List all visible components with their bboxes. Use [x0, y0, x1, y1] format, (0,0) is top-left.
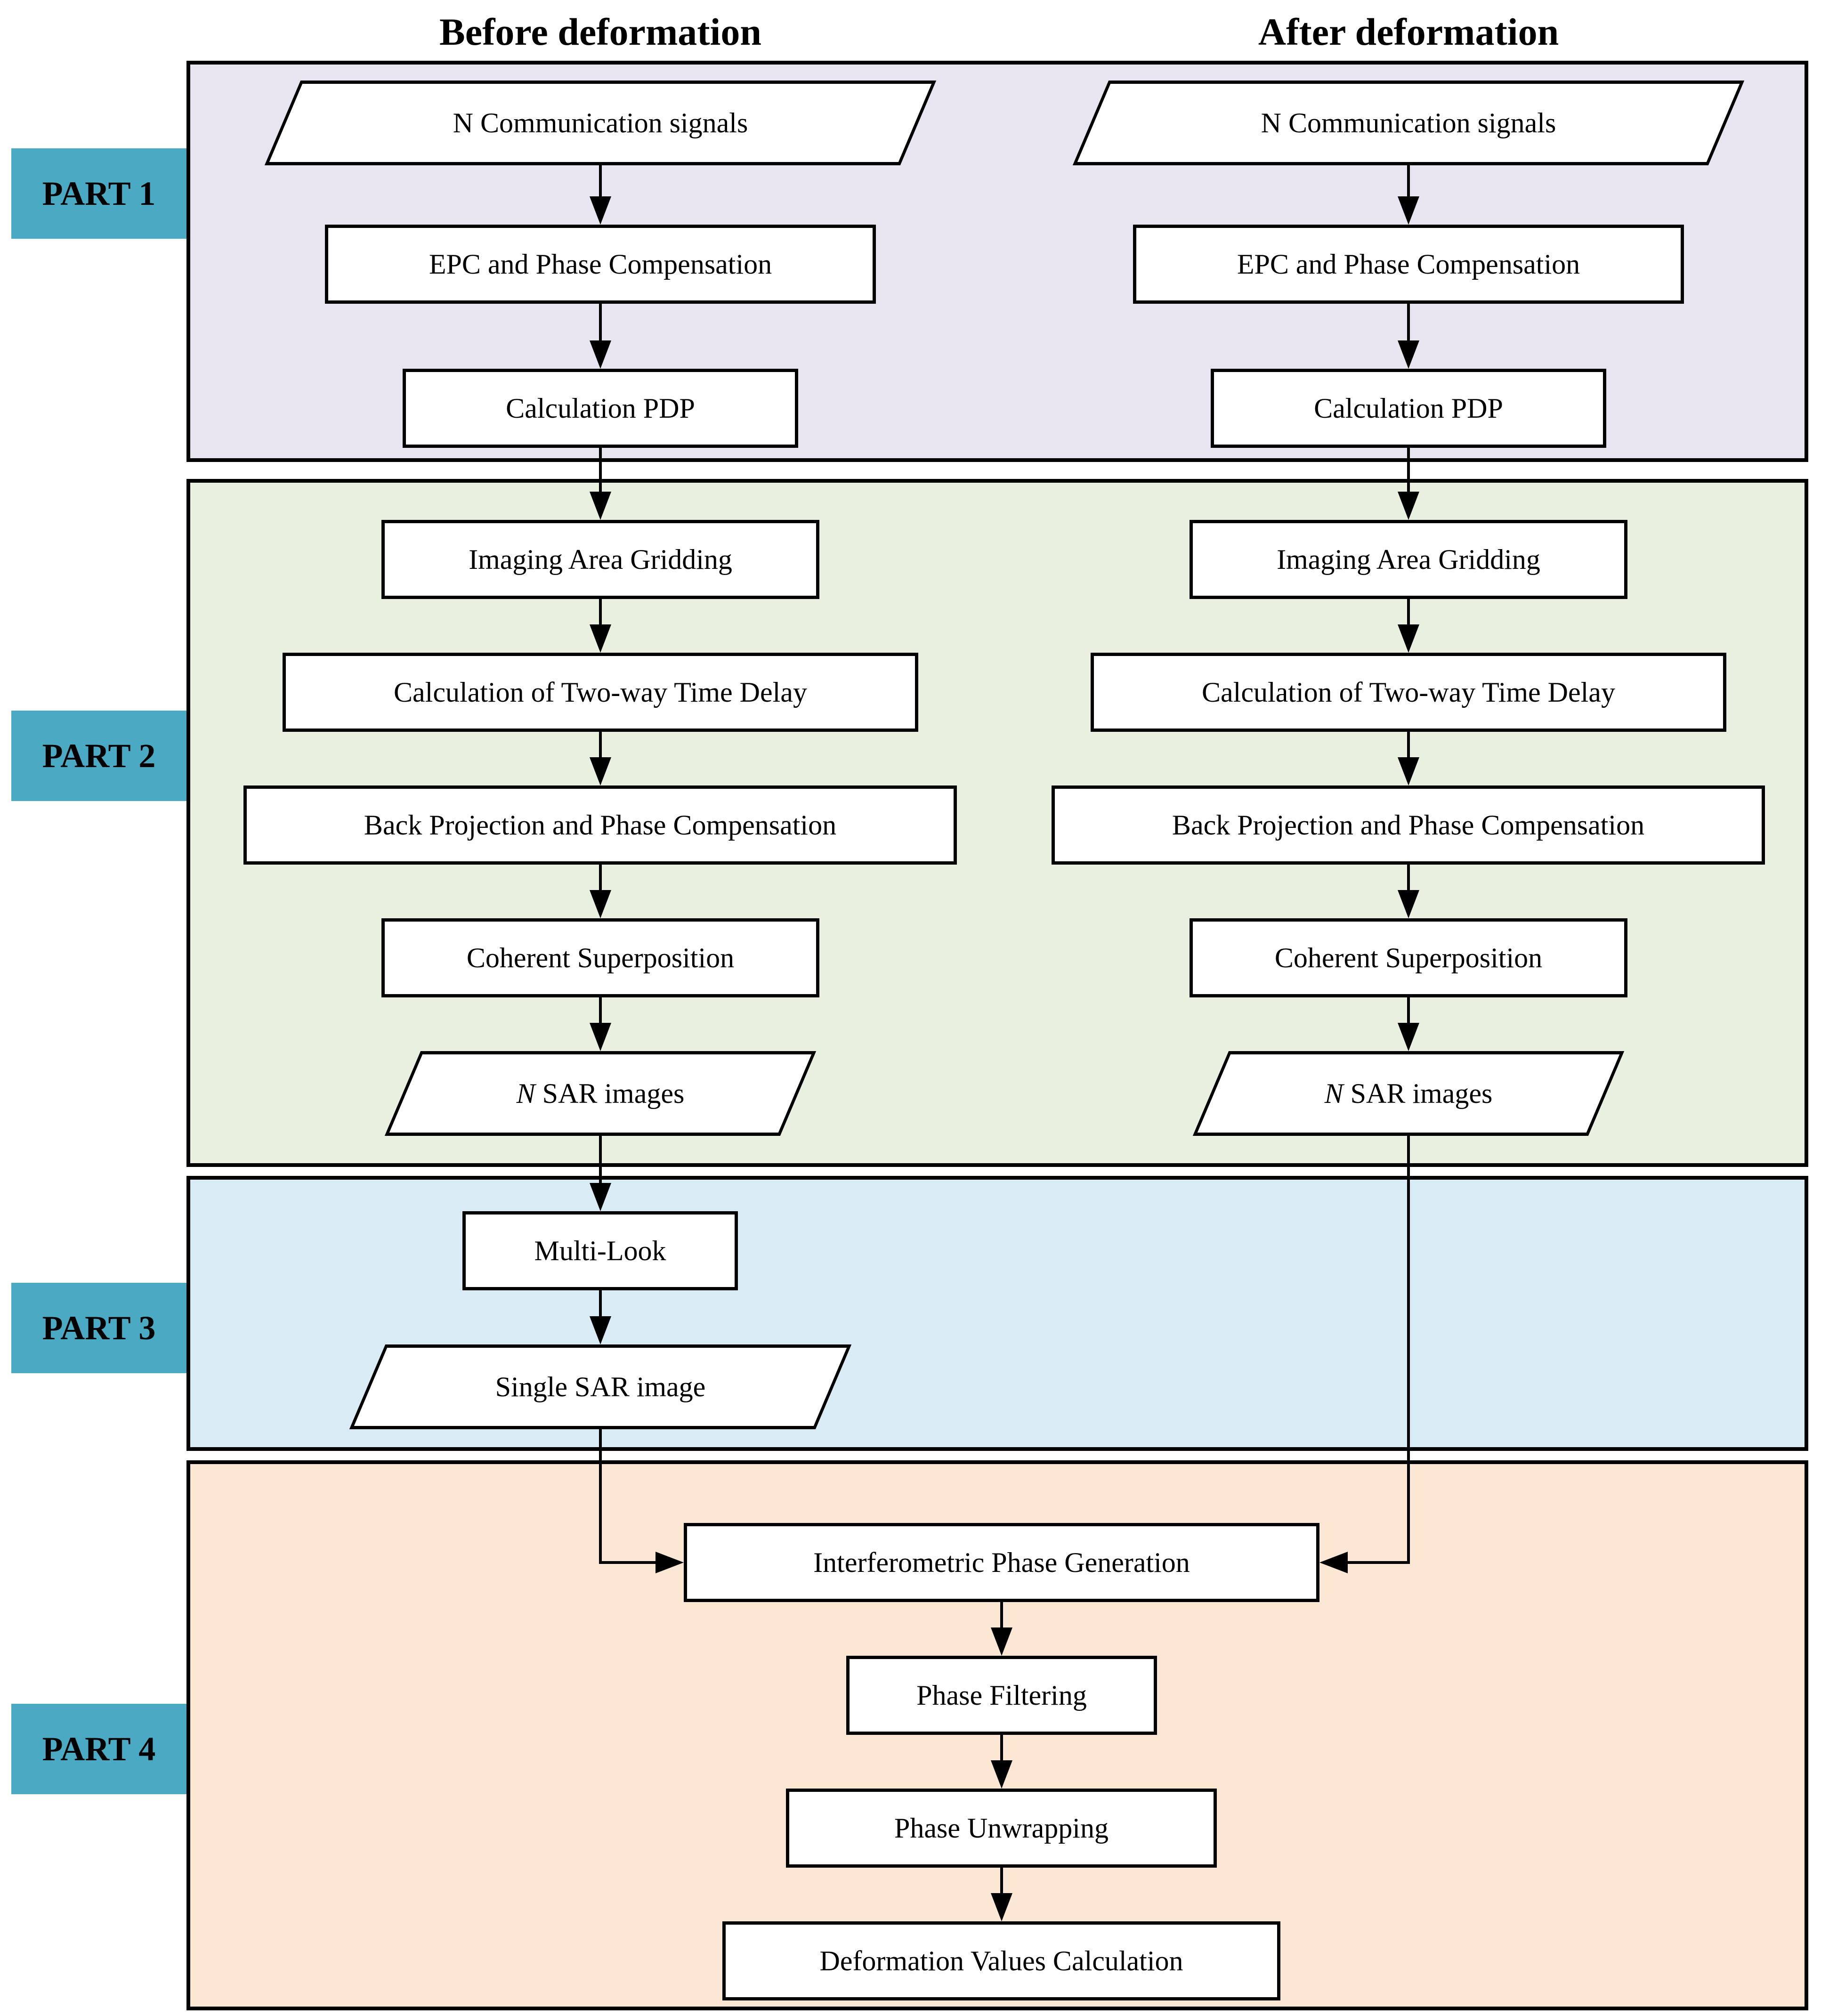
down-arrow-connector [1398, 165, 1419, 225]
part3-label: PART 3 [11, 1283, 186, 1373]
down-arrow-connector [991, 1868, 1012, 1921]
node-communication-signals-before: N Communication signals [264, 81, 937, 165]
node-phase-filtering: Phase Filtering [846, 1656, 1157, 1735]
down-arrow-connector [590, 1290, 611, 1344]
part2-label: PART 2 [11, 711, 186, 801]
node-calculation-pdp-before: Calculation PDP [403, 369, 798, 448]
down-arrow-connector [590, 599, 611, 653]
node-coherent-superposition-after: Coherent Superposition [1190, 918, 1627, 997]
down-arrow-connector [1398, 732, 1419, 785]
down-arrow-connector [590, 304, 611, 369]
node-epc-phase-compensation-before: EPC and Phase Compensation [325, 225, 876, 304]
node-imaging-area-gridding-before: Imaging Area Gridding [381, 520, 819, 599]
down-arrow-connector [991, 1735, 1012, 1789]
node-n-sar-images-after: N SAR images [1192, 1051, 1625, 1136]
node-phase-unwrapping: Phase Unwrapping [786, 1789, 1217, 1868]
node-multi-look: Multi-Look [462, 1211, 738, 1290]
elbow-connector-right [1348, 1561, 1410, 1564]
down-arrow-connector [1398, 997, 1419, 1051]
node-calculation-pdp-after: Calculation PDP [1211, 369, 1606, 448]
down-arrow-connector [590, 732, 611, 785]
node-deformation-values-calculation: Deformation Values Calculation [722, 1921, 1280, 2000]
elbow-connector-left [599, 1429, 602, 1564]
node-epc-phase-compensation-after: EPC and Phase Compensation [1133, 225, 1684, 304]
node-single-sar-image: Single SAR image [349, 1344, 852, 1429]
down-arrow-connector [1398, 448, 1419, 520]
down-arrow-connector [1398, 599, 1419, 653]
down-arrow-connector [590, 448, 611, 520]
node-back-projection-before: Back Projection and Phase Compensation [243, 785, 957, 865]
node-n-sar-images-before: N SAR images [384, 1051, 817, 1136]
down-arrow-connector [1398, 304, 1419, 369]
down-arrow-connector [590, 997, 611, 1051]
node-imaging-area-gridding-after: Imaging Area Gridding [1190, 520, 1627, 599]
elbow-connector-right [1407, 1136, 1410, 1564]
elbow-connector-left [599, 1561, 656, 1564]
node-two-way-time-delay-before: Calculation of Two-way Time Delay [283, 653, 918, 732]
node-two-way-time-delay-after: Calculation of Two-way Time Delay [1091, 653, 1726, 732]
column-title-before-deformation: Before deformation [439, 10, 761, 53]
part4-label: PART 4 [11, 1704, 186, 1794]
right-arrowhead-icon [656, 1552, 684, 1573]
down-arrow-connector [590, 865, 611, 918]
node-coherent-superposition-before: Coherent Superposition [381, 918, 819, 997]
down-arrow-connector [1398, 865, 1419, 918]
down-arrow-connector [590, 1136, 611, 1211]
part1-label: PART 1 [11, 148, 186, 239]
node-back-projection-after: Back Projection and Phase Compensation [1052, 785, 1765, 865]
down-arrow-connector [991, 1602, 1012, 1656]
down-arrow-connector [590, 165, 611, 225]
column-title-after-deformation: After deformation [1258, 10, 1559, 53]
node-communication-signals-after: N Communication signals [1072, 81, 1745, 165]
left-arrowhead-icon [1319, 1552, 1348, 1573]
node-interferometric-phase-generation: Interferometric Phase Generation [684, 1523, 1319, 1602]
